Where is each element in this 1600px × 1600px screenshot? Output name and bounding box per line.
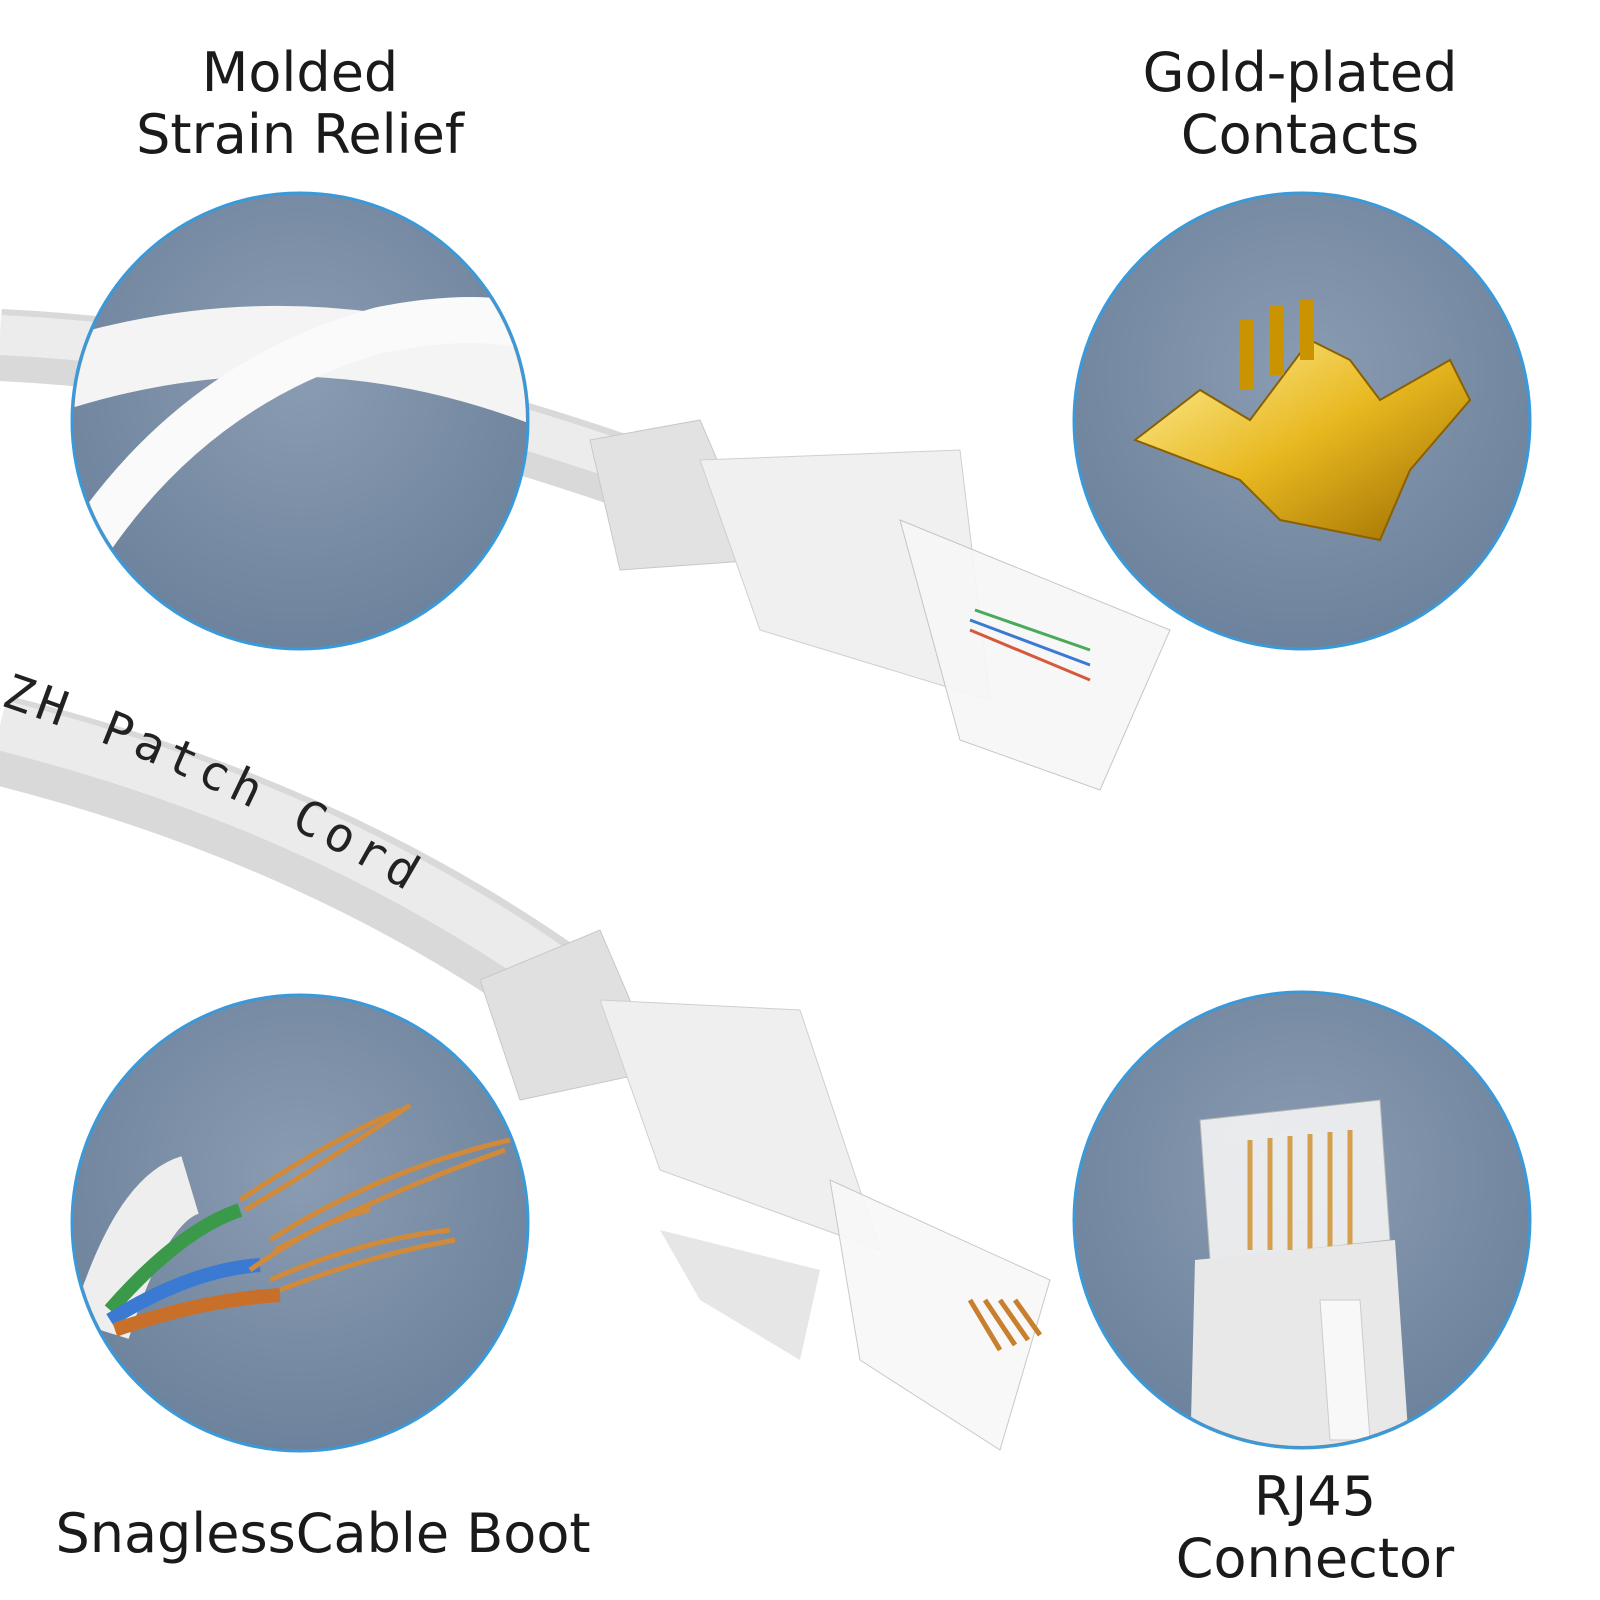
label-line: Gold-plated <box>1142 41 1458 104</box>
connector-label: RJ45 Connector <box>1176 1466 1455 1590</box>
label-line: Connector <box>1175 1527 1455 1590</box>
gold-contacts-circle <box>1072 191 1532 651</box>
bottom-boot <box>479 929 1051 1451</box>
strain-relief-label: Molded Strain Relief <box>136 42 464 166</box>
rj45-circle <box>1072 990 1532 1450</box>
label-line: RJ45 <box>1253 1465 1377 1528</box>
twisted-wires-circle <box>70 993 530 1453</box>
strain-relief-circle <box>70 191 530 651</box>
boot-label: SnaglessCable Boot <box>55 1502 591 1565</box>
top-boot <box>589 419 1171 791</box>
label-line: Strain Relief <box>136 103 464 166</box>
label-line: Contacts <box>1180 103 1420 166</box>
label-line: Molded <box>201 41 399 104</box>
contacts-label: Gold-plated Contacts <box>1143 42 1458 166</box>
